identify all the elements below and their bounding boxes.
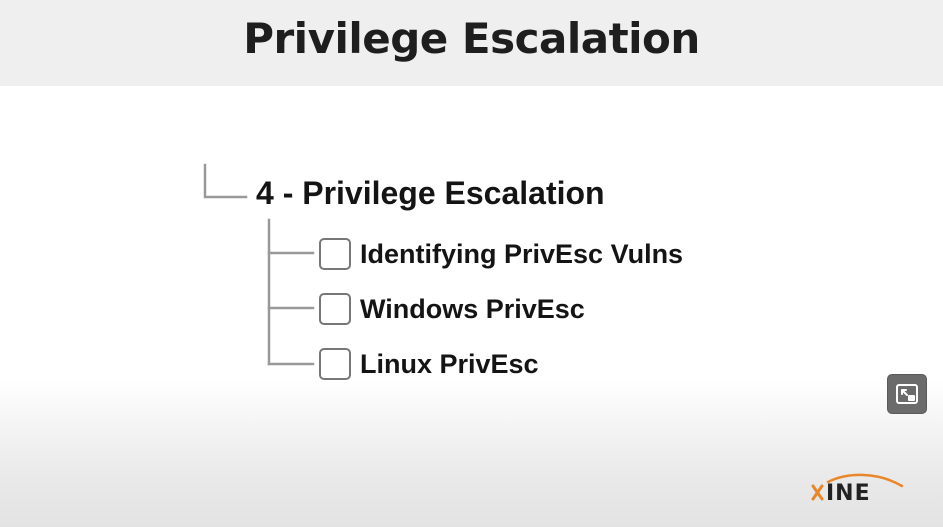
- logo-text: INE: [826, 481, 871, 504]
- tree-item-linux-privesc: Linux PrivEsc: [319, 346, 539, 382]
- logo-x-mark: [811, 484, 824, 501]
- picture-in-picture-icon: [896, 384, 918, 404]
- ine-logo: INE: [811, 473, 904, 504]
- tree-item-identifying-privesc-vulns: Identifying PrivEsc Vulns: [319, 236, 683, 272]
- checkbox-linux-privesc[interactable]: [319, 348, 351, 380]
- logo-swoosh: [826, 473, 904, 488]
- title-bar: Privilege Escalation: [0, 0, 943, 86]
- heading-connector: [203, 163, 248, 199]
- tree-item-label: Identifying PrivEsc Vulns: [360, 238, 684, 269]
- checkbox-windows-privesc[interactable]: [319, 293, 351, 325]
- picture-in-picture-button[interactable]: [887, 374, 927, 414]
- checkbox-identifying-privesc-vulns[interactable]: [319, 238, 351, 270]
- tree-item-label: Linux PrivEsc: [360, 348, 539, 379]
- tree-heading: 4 - Privilege Escalation: [256, 175, 605, 211]
- tree-item-windows-privesc: Windows PrivEsc: [319, 291, 585, 327]
- slide-title: Privilege Escalation: [243, 14, 700, 63]
- tree-item-label: Windows PrivEsc: [360, 293, 585, 324]
